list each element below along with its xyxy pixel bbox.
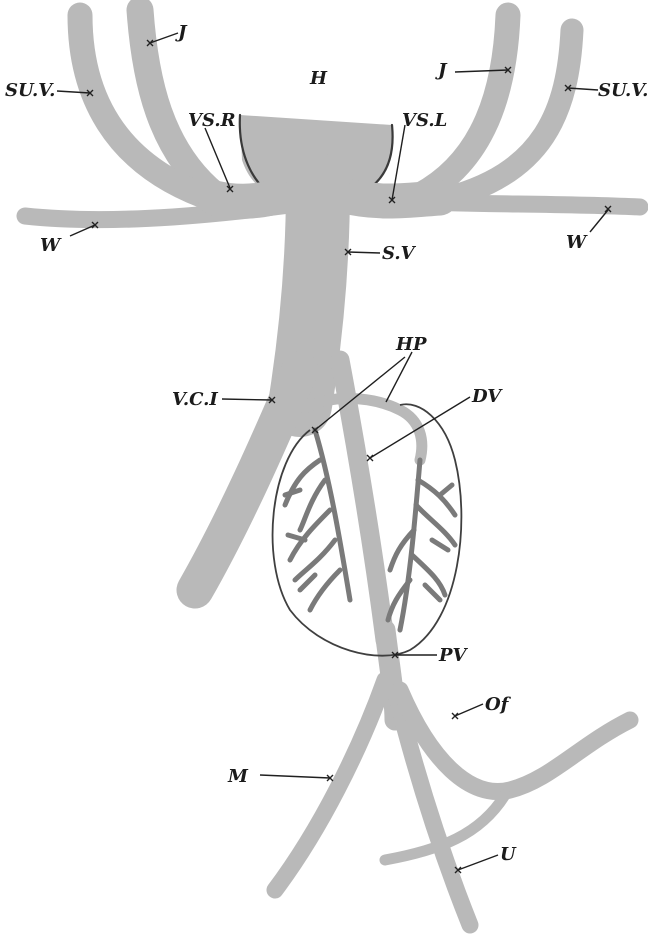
label-W-left: W xyxy=(40,235,62,256)
label-H: H xyxy=(309,68,328,89)
label-VSR: VS.R xyxy=(188,110,236,131)
label-DV: DV xyxy=(471,386,503,407)
liver-left-branches xyxy=(285,430,350,610)
label-PV: PV xyxy=(438,645,469,666)
label-VSL: VS.L xyxy=(402,110,447,131)
label-U: U xyxy=(500,844,517,865)
label-M: M xyxy=(227,766,249,787)
label-SUV-right: SU.V. xyxy=(598,80,648,101)
label-VCI: V.C.I xyxy=(172,389,218,410)
label-J-left: J xyxy=(175,22,188,43)
label-SUV-left: SU.V. xyxy=(5,80,55,101)
label-J-right: J xyxy=(435,60,448,81)
label-HP: HP xyxy=(395,334,427,355)
label-SV: S.V xyxy=(382,243,417,264)
label-W-right: W xyxy=(566,232,588,253)
label-Of: Of xyxy=(485,694,512,715)
